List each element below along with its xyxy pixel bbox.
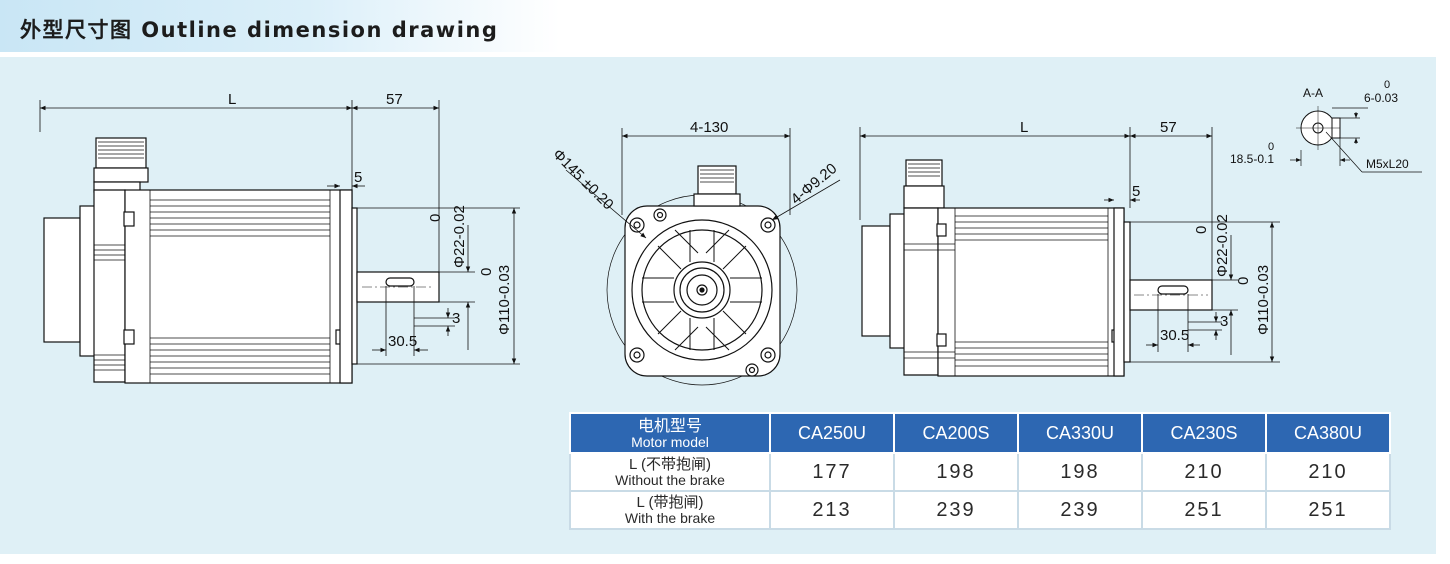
motor-body bbox=[124, 189, 353, 384]
dim-bolt-circle: Φ145 ±0.20 bbox=[549, 146, 617, 214]
side-view-left-dimensions bbox=[39, 100, 520, 365]
front-view bbox=[606, 165, 798, 386]
dim-shaft-dia-right: Φ22-0.02 bbox=[1214, 214, 1231, 277]
table-cell: 198 bbox=[893, 452, 1019, 492]
dim-shaft-dia-left: Φ22-0.02 bbox=[451, 205, 468, 268]
dim-flange-right: 5 bbox=[1132, 183, 1140, 200]
dim-shaft-left: 57 bbox=[386, 91, 403, 108]
dim-shaft-dia-upper-right: 0 bbox=[1193, 226, 1210, 234]
model-header: CA200S bbox=[893, 412, 1019, 454]
mount-hole bbox=[760, 347, 776, 363]
side-view-right bbox=[861, 159, 1213, 377]
dim-pilot-dia-upper-right: 0 bbox=[1235, 277, 1252, 285]
table-cell: 251 bbox=[1141, 490, 1267, 530]
page-title: 外型尺寸图 Outline dimension drawing bbox=[20, 18, 499, 42]
dim-pilot-dia-right: Φ110-0.03 bbox=[1255, 265, 1272, 335]
row-label: L (不带抱闸) Without the brake bbox=[569, 452, 771, 492]
dim-shaft-dia-upper-left: 0 bbox=[427, 214, 444, 222]
front-connector bbox=[697, 165, 737, 195]
thread-spec: M5xL20 bbox=[1366, 157, 1409, 171]
shaft-end bbox=[686, 274, 718, 306]
table-cell: 251 bbox=[1265, 490, 1391, 530]
model-header: CA230S bbox=[1141, 412, 1267, 454]
mount-hole bbox=[629, 217, 645, 233]
dim-length-left: L bbox=[228, 91, 236, 108]
keyway-depth: 18.5-0.1 bbox=[1230, 152, 1274, 166]
section-label: A-A bbox=[1303, 86, 1323, 100]
table-cell: 210 bbox=[1141, 452, 1267, 492]
model-header: CA250U bbox=[769, 412, 895, 454]
dimension-table: 电机型号 Motor model CA250U CA200S CA330U CA… bbox=[569, 412, 1391, 530]
dim-shaft-right: 57 bbox=[1160, 119, 1177, 136]
table-cell: 239 bbox=[1017, 490, 1143, 530]
section-aa bbox=[1290, 106, 1422, 173]
right-keyway bbox=[1157, 285, 1189, 295]
table-cell: 210 bbox=[1265, 452, 1391, 492]
dim-key-offset-right: 3 bbox=[1220, 313, 1228, 330]
power-connector bbox=[95, 137, 147, 169]
dim-length-right: L bbox=[1020, 119, 1028, 136]
header-label-cell: 电机型号 Motor model bbox=[569, 412, 771, 454]
table-header-row: 电机型号 Motor model CA250U CA200S CA330U CA… bbox=[569, 412, 1391, 454]
keyway-width: 6-0.03 bbox=[1364, 91, 1398, 105]
table-cell: 239 bbox=[893, 490, 1019, 530]
dim-flange-left: 5 bbox=[354, 169, 362, 186]
dim-key-length-right: 30.5 bbox=[1160, 327, 1189, 344]
side-view-right-dimensions bbox=[859, 127, 1280, 363]
table-cell: 177 bbox=[769, 452, 895, 492]
front-view-dimensions bbox=[565, 128, 841, 239]
encoder-cover bbox=[43, 217, 81, 343]
dim-pilot-dia-left: Φ110-0.03 bbox=[496, 265, 513, 335]
mount-hole bbox=[760, 217, 776, 233]
keyway bbox=[385, 277, 415, 287]
model-header: CA330U bbox=[1017, 412, 1143, 454]
right-encoder-cover bbox=[861, 225, 891, 337]
right-motor-body bbox=[937, 207, 1125, 377]
dim-key-offset-left: 3 bbox=[452, 310, 460, 327]
header-band bbox=[0, 0, 560, 52]
table-cell: 198 bbox=[1017, 452, 1143, 492]
dim-key-length-left: 30.5 bbox=[388, 333, 417, 350]
table-row: L (带抱闸) With the brake 213 239 239 251 2… bbox=[569, 490, 1391, 530]
model-header: CA380U bbox=[1265, 412, 1391, 454]
table-row: L (不带抱闸) Without the brake 177 198 198 2… bbox=[569, 452, 1391, 492]
dim-pilot-dia-upper-left: 0 bbox=[478, 268, 495, 276]
dim-bolt-spacing: 4-130 bbox=[690, 119, 728, 136]
keyway-depth-upper: 0 bbox=[1268, 141, 1274, 153]
mount-hole bbox=[629, 347, 645, 363]
side-view-left bbox=[43, 137, 440, 384]
keyway-width-upper: 0 bbox=[1384, 79, 1390, 91]
table-cell: 213 bbox=[769, 490, 895, 530]
row-label: L (带抱闸) With the brake bbox=[569, 490, 771, 530]
